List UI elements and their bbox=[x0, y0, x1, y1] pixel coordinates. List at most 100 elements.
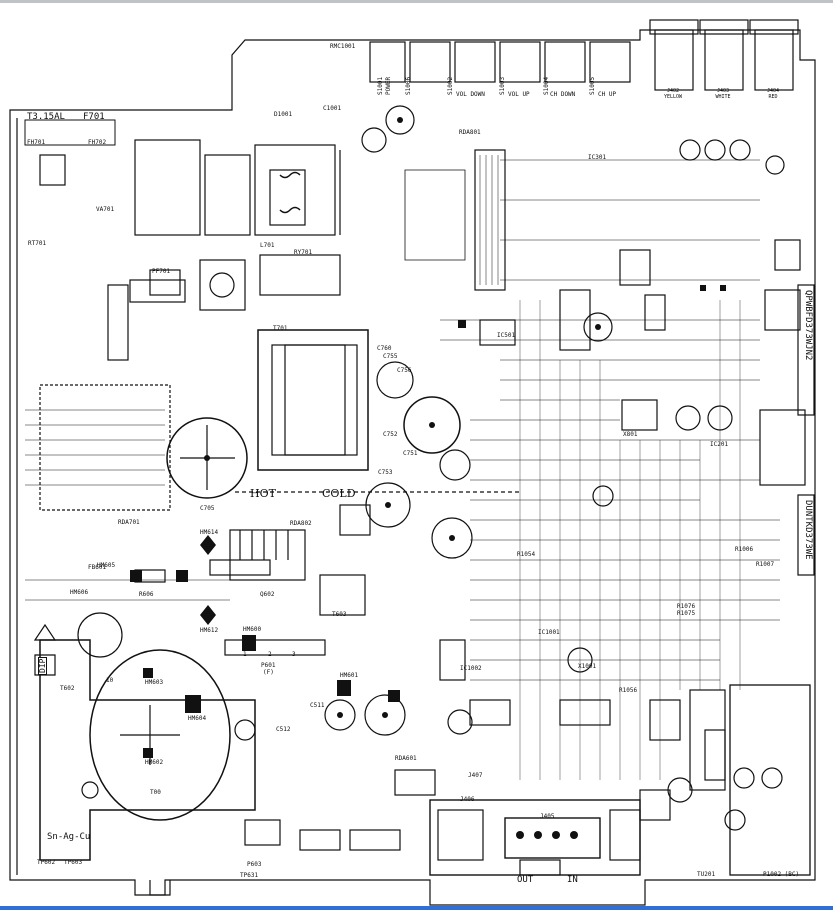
d1001-label: D1001 bbox=[274, 111, 293, 118]
pad-hm635 bbox=[388, 690, 400, 702]
fuse-rating: T3.15AL bbox=[27, 112, 65, 122]
hm603-label: HM603 bbox=[145, 679, 164, 686]
t701-label: T701 bbox=[273, 325, 288, 332]
p601-label: P601 bbox=[261, 662, 276, 669]
s1005-label: S1005 bbox=[589, 76, 596, 95]
hm606-label: HM606 bbox=[70, 589, 89, 596]
j405-in-label: IN bbox=[567, 875, 578, 885]
dip-label: DIP bbox=[38, 656, 47, 675]
rt701-label: RT701 bbox=[28, 240, 47, 247]
fh702-label: FH702 bbox=[88, 139, 107, 146]
hm600-label: HM600 bbox=[243, 626, 262, 633]
vol-up-label: VOL UP bbox=[508, 91, 530, 98]
hm601-label: HM601 bbox=[340, 672, 359, 679]
s1001-label: S1001 bbox=[377, 76, 384, 95]
j404-color: RED bbox=[768, 94, 778, 100]
r1056-label: R1056 bbox=[619, 687, 638, 694]
j405-out-label: OUT bbox=[517, 875, 534, 885]
pin-10: 10 bbox=[106, 677, 114, 684]
c756-label: C756 bbox=[397, 367, 412, 374]
pad-hm612 bbox=[200, 605, 216, 625]
hm612-label: HM612 bbox=[200, 627, 219, 634]
c755-label: C755 bbox=[383, 353, 398, 360]
r1076-label: R1076 bbox=[677, 603, 696, 610]
pad-hm604 bbox=[185, 695, 201, 713]
board-code-1: QPWBFD373WJN2 bbox=[803, 290, 813, 361]
c705-label: C705 bbox=[200, 505, 215, 512]
t602-label: T602 bbox=[60, 685, 75, 692]
power-button-label: POWER bbox=[385, 76, 392, 95]
bottom-border bbox=[0, 906, 833, 910]
c752-label: C752 bbox=[383, 431, 398, 438]
c512-label: C512 bbox=[276, 726, 291, 733]
fuse-ref: F701 bbox=[83, 112, 105, 122]
ic301-label: IC301 bbox=[588, 154, 607, 161]
rda701-label: RDA701 bbox=[118, 519, 140, 526]
r1054-label: R1054 bbox=[517, 551, 536, 558]
fb601-label: FB601 bbox=[88, 564, 107, 571]
t603-label: T603 bbox=[332, 611, 347, 618]
r1075-label: R1075 bbox=[677, 610, 696, 617]
hm604-label: HM604 bbox=[188, 715, 207, 722]
c760-label: C760 bbox=[377, 345, 392, 352]
rda601-label: RDA601 bbox=[395, 755, 417, 762]
c1001-label: C1001 bbox=[323, 105, 342, 112]
p601-pin-2: 2 bbox=[268, 651, 272, 658]
j403-color: WHITE bbox=[715, 94, 731, 100]
s1003-label: S1003 bbox=[499, 76, 506, 95]
p601-pin-1: 1 bbox=[243, 651, 247, 658]
ch-down-label: CH DOWN bbox=[550, 91, 576, 98]
hot-side-label: HOT bbox=[250, 487, 276, 500]
j407-label: J407 bbox=[468, 772, 483, 779]
pf701-label: PF701 bbox=[152, 268, 171, 275]
s1006-label: S1006 bbox=[405, 76, 412, 95]
rmc1001-label: RMC1001 bbox=[330, 43, 356, 50]
r1006-label: R1006 bbox=[735, 546, 754, 553]
p603-label: P603 bbox=[247, 861, 262, 868]
l701-label: L701 bbox=[260, 242, 275, 249]
s1004-label: S1004 bbox=[543, 76, 550, 95]
board-code-2: DUNTKD373WE bbox=[803, 500, 813, 560]
ch-up-label: CH UP bbox=[598, 91, 617, 98]
pad-hm602 bbox=[143, 748, 153, 758]
x801-label: X801 bbox=[623, 431, 638, 438]
r606-label: R606 bbox=[139, 591, 154, 598]
p601-pin-3: 3 bbox=[292, 651, 296, 658]
va701-label: VA701 bbox=[96, 206, 115, 213]
board-outline bbox=[9, 29, 816, 906]
ic1002-label: IC1002 bbox=[460, 665, 482, 672]
t00-label: T00 bbox=[150, 789, 161, 796]
j404-ref: J404 bbox=[766, 88, 780, 94]
j403-ref: J403 bbox=[716, 88, 730, 94]
hm614-label: HM614 bbox=[200, 529, 219, 536]
hm602-label: HM602 bbox=[145, 759, 164, 766]
p601-sub: (F) bbox=[263, 669, 274, 676]
c511-label: C511 bbox=[310, 702, 325, 709]
pad-hm603 bbox=[143, 668, 153, 678]
r1007-label: R1007 bbox=[756, 561, 775, 568]
solder-alloy: Sn-Ag-Cu bbox=[47, 832, 91, 842]
j406-label: J406 bbox=[460, 796, 475, 803]
x1001-label: X1001 bbox=[578, 663, 597, 670]
c753-label: C753 bbox=[378, 469, 393, 476]
rda801-label: RDA801 bbox=[459, 129, 481, 136]
tp602-label: TP602 bbox=[37, 859, 56, 866]
ry701-label: RY701 bbox=[294, 249, 313, 256]
pad-hm631 bbox=[337, 680, 351, 696]
tp631-label: TP631 bbox=[240, 872, 259, 879]
cold-side-label: COLD bbox=[322, 487, 356, 500]
rda802-label: RDA802 bbox=[290, 520, 312, 527]
tp603-label: TP603 bbox=[64, 859, 83, 866]
vol-down-label: VOL DOWN bbox=[456, 91, 485, 98]
fh701-label: FH701 bbox=[27, 139, 46, 146]
q602-label: Q602 bbox=[260, 591, 275, 598]
s1002-label: S1002 bbox=[447, 76, 454, 95]
pad-hm600 bbox=[242, 635, 256, 651]
ic1001-label: IC1001 bbox=[538, 629, 560, 636]
j402-color: YELLOW bbox=[663, 94, 683, 100]
j405-label: J405 bbox=[540, 813, 555, 820]
p1002-label: P1002 (BC) bbox=[763, 871, 800, 878]
hm605-label: HM605 bbox=[97, 562, 116, 569]
